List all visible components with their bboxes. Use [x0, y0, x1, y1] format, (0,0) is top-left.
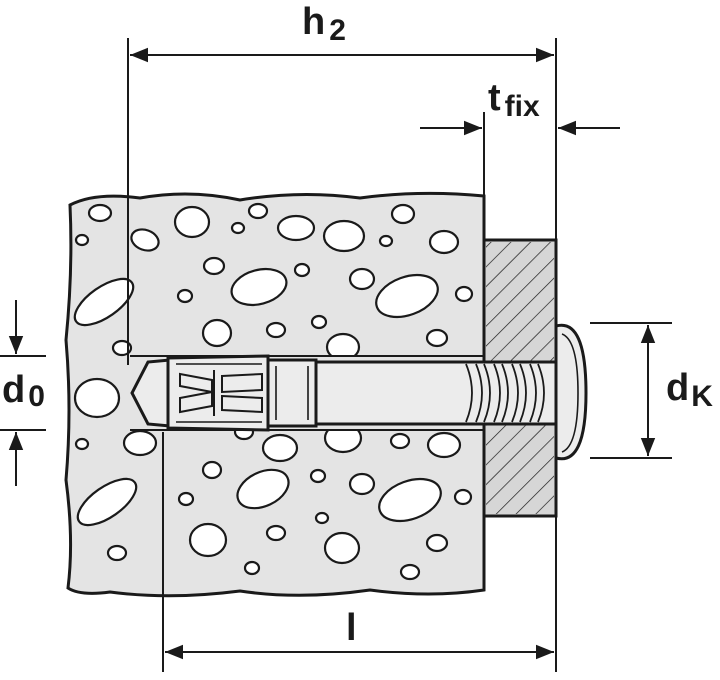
- extension-lines: [0, 38, 672, 672]
- dimension-lines: [8, 47, 656, 660]
- anchor-head: [554, 323, 588, 461]
- thread-marks: [465, 363, 545, 423]
- expansion-sleeve: [166, 354, 270, 432]
- label-l: l: [346, 607, 357, 649]
- aggregate-stones: [73, 202, 474, 581]
- anchor-shaft: [314, 360, 558, 426]
- anchor-bolt: [130, 323, 588, 461]
- label-dk: dK: [666, 367, 713, 413]
